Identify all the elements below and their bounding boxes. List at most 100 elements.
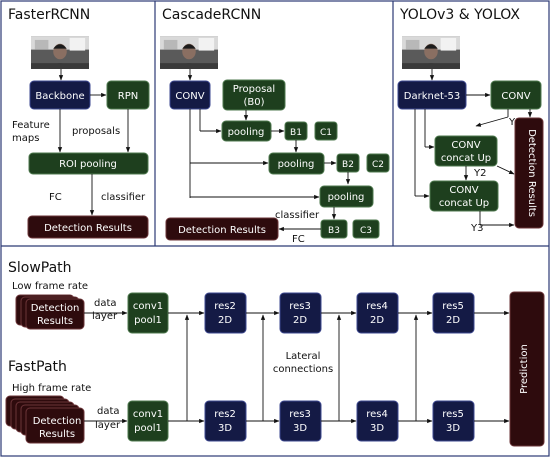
slow-input-label-1: Detection [31, 303, 80, 314]
cascade-rcnn-panel: CascadeRCNN CONV Proposal (B0) pooling B… [160, 7, 390, 245]
slow-res2-node: res2 2D [204, 292, 247, 334]
slow-res3-dim: 2D [293, 315, 307, 326]
faster-detection-results-label: Detection Results [44, 223, 132, 234]
slow-res2-label: res2 [214, 301, 236, 312]
darknet-label: Darknet-53 [404, 91, 460, 102]
darknet-node: Darknet-53 [397, 80, 467, 110]
fast-res4-label: res4 [366, 409, 388, 420]
fast-conv1-node: conv1 pool1 [127, 400, 169, 442]
faster-rcnn-title: FasterRCNN [8, 7, 90, 23]
fastpath-subtitle: High frame rate [12, 383, 91, 394]
b1-node: B1 [284, 121, 308, 141]
slow-res5-dim: 2D [446, 315, 460, 326]
fast-res5-dim: 3D [446, 423, 460, 434]
backbone-label: Backbone [35, 91, 84, 102]
slow-res5-node: res5 2D [432, 292, 475, 334]
slow-pool1-label: pool1 [134, 315, 162, 326]
slow-input-stack: Detection Results [15, 294, 85, 330]
yolo-conv-node: CONV [490, 80, 542, 110]
c1-label: C1 [320, 128, 332, 138]
pooling-label-2: pooling [278, 159, 315, 170]
concat-up-node-2: CONV concat Up [429, 180, 499, 212]
roi-pooling-node: ROI pooling [28, 152, 149, 175]
c3-label: C3 [360, 226, 372, 236]
slow-res3-label: res3 [289, 301, 311, 312]
slow-res4-dim: 2D [370, 315, 384, 326]
slow-res3-node: res3 2D [279, 292, 322, 334]
fast-input-stack: Detection Results [5, 395, 85, 444]
slowfast-section: SlowPath Low frame rate FastPath High fr… [5, 260, 545, 447]
cascade-conv-node: CONV [169, 80, 211, 110]
fast-input-label-1: Detection [33, 416, 82, 427]
y3-label: Y3 [470, 223, 483, 234]
slowpath-title: SlowPath [8, 260, 72, 276]
fast-res4-node: res4 3D [356, 400, 399, 442]
fast-data-label: data [97, 406, 120, 417]
feature-maps-label-2: maps [12, 133, 39, 144]
cascade-detection-results-node: Detection Results [165, 217, 279, 241]
slow-conv1-node: conv1 pool1 [127, 292, 169, 334]
c3-node: C3 [352, 219, 380, 239]
proposal-label: Proposal [233, 84, 275, 95]
fast-res2-dim: 3D [218, 423, 232, 434]
cascade-classifier-label: classifier [275, 210, 320, 221]
fast-res3-dim: 3D [293, 423, 307, 434]
concat-2-up-label: concat Up [439, 198, 489, 209]
lateral-label-1: Lateral [286, 351, 321, 362]
b2-node: B2 [336, 153, 360, 173]
rpn-label: RPN [118, 91, 138, 102]
fast-res4-dim: 3D [370, 423, 384, 434]
proposal-b0-node: Proposal (B0) [222, 79, 286, 111]
person-photo-icon [402, 36, 460, 69]
fast-res2-label: res2 [214, 409, 236, 420]
pooling-node-1: pooling [221, 120, 272, 142]
faster-rcnn-panel: FasterRCNN Backbone RPN Feature maps pro… [8, 7, 150, 239]
fast-res2-node: res2 3D [204, 400, 247, 442]
cascade-conv-label: CONV [175, 91, 204, 102]
pooling-node-3: pooling [319, 185, 374, 208]
slow-res4-label: res4 [366, 301, 388, 312]
concat-1-up-label: concat Up [441, 153, 491, 164]
prediction-label: Prediction [519, 344, 530, 394]
proposals-label: proposals [72, 126, 120, 137]
c2-label: C2 [372, 160, 384, 170]
slow-layer-label: layer [92, 311, 118, 322]
lateral-label-2: connections [273, 364, 333, 375]
person-photo-icon [160, 36, 218, 69]
b1-label: B1 [290, 128, 302, 138]
slow-res5-label: res5 [442, 301, 464, 312]
cascade-detection-results-label: Detection Results [178, 225, 266, 236]
b3-label: B3 [328, 226, 340, 236]
cascade-fc-label: FC [292, 234, 305, 245]
pooling-node-2: pooling [268, 152, 325, 175]
proposal-b0-label: (B0) [243, 97, 264, 108]
yolo-panel: YOLOv3 & YOLOX Darknet-53 CONV Y1 Detect… [397, 7, 544, 234]
b3-node: B3 [320, 219, 348, 239]
yolo-detection-results-node: Detection Results [514, 117, 544, 229]
fast-res5-label: res5 [442, 409, 464, 420]
concat-up-node-1: CONV concat Up [434, 135, 498, 167]
slow-res2-dim: 2D [218, 315, 232, 326]
fast-res5-node: res5 3D [432, 400, 475, 442]
slow-conv1-label: conv1 [133, 301, 163, 312]
c1-node: C1 [314, 121, 338, 141]
roi-pooling-label: ROI pooling [59, 159, 117, 170]
b2-label: B2 [342, 160, 354, 170]
slow-input-label-2: Results [37, 316, 73, 327]
concat-2-conv-label: CONV [449, 185, 478, 196]
pooling-label-1: pooling [228, 127, 265, 138]
yolo-detection-results-label: Detection Results [526, 129, 537, 217]
prediction-node: Prediction [509, 291, 545, 447]
fast-input-label-2: Results [39, 429, 75, 440]
c2-node: C2 [366, 153, 390, 173]
slow-data-label: data [94, 298, 117, 309]
slowpath-subtitle: Low frame rate [12, 281, 88, 292]
fast-pool1-label: pool1 [134, 423, 162, 434]
backbone-node: Backbone [29, 80, 91, 110]
feature-maps-label-1: Feature [12, 120, 50, 131]
faster-detection-results-node: Detection Results [27, 215, 149, 239]
cascade-rcnn-title: CascadeRCNN [162, 7, 261, 23]
concat-1-conv-label: CONV [451, 140, 480, 151]
